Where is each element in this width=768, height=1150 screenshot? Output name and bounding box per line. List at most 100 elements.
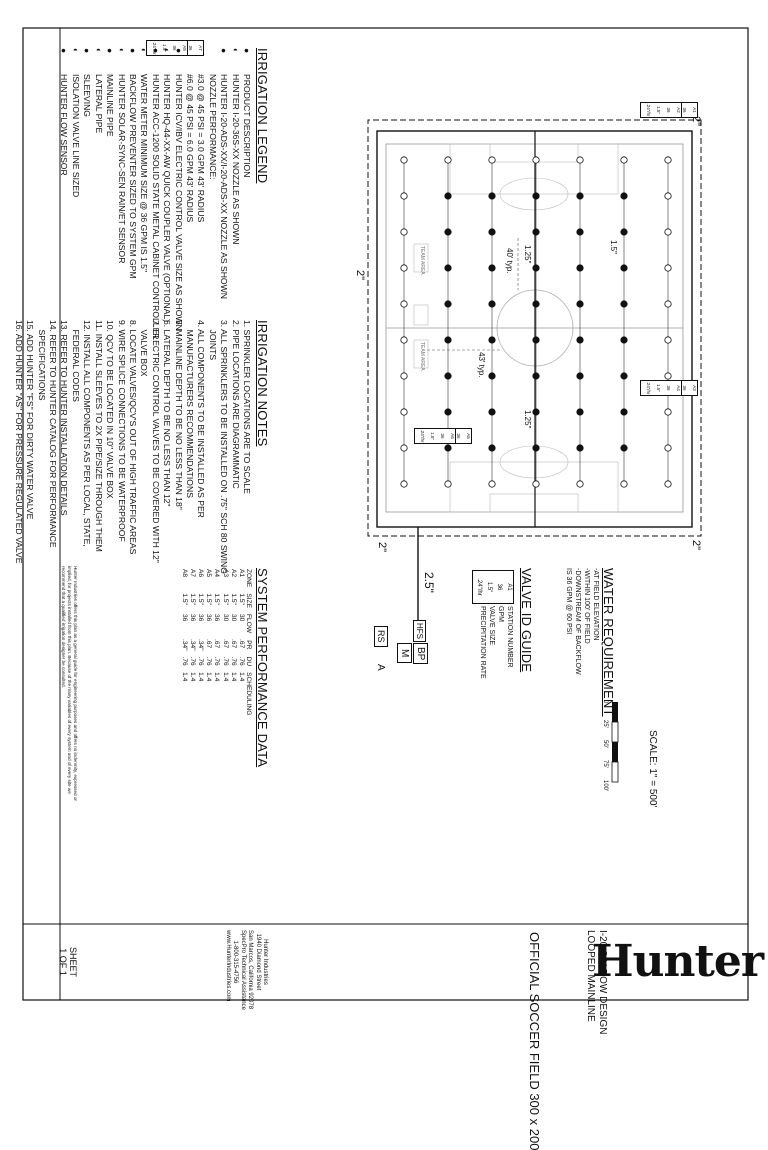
pipe-label-125-b: 1.25" xyxy=(523,410,532,429)
spd-cell: 1.5" xyxy=(180,593,188,605)
rain-sensor-box: RS xyxy=(374,626,388,647)
spd-cell: .67 xyxy=(238,639,245,649)
typ-43-label: 43' typ. xyxy=(477,352,486,378)
scale-tick: 25' xyxy=(602,720,608,728)
rotor-full-circle-icon xyxy=(620,228,628,236)
spd-header: FLOW xyxy=(245,613,252,634)
spd-cell: 1.4 xyxy=(205,672,213,682)
rotor-full-circle-icon xyxy=(576,228,584,236)
legend-item: ◐WATER METER MINIMUM SIZE @ 36 GPM IS 1.… xyxy=(139,48,150,272)
spd-cell: .76 xyxy=(188,656,196,666)
backflow-box: BP xyxy=(413,643,428,665)
water-line: -WITHIN 100' OF FIELD xyxy=(583,568,590,644)
field-outer-dashed xyxy=(367,119,702,537)
spd-cell: A7 xyxy=(188,569,196,578)
legend-item: ◐HUNTER SOLAR-SYNC-SEN RAIN/ET SENSOR xyxy=(116,48,127,264)
spd-cell: .76 xyxy=(238,656,245,666)
note-line: 7. ELECTRIC CONTROL VALVES TO BE COVERED… xyxy=(150,320,161,563)
legend-item: ●HUNTER FLOW SENSOR xyxy=(59,48,70,176)
valve-box-field: 36 xyxy=(666,107,671,113)
rotor-half-circle-icon xyxy=(532,480,540,488)
valve-box-field: 1.5" xyxy=(656,106,661,114)
legend-item: ●BACKFLOW PREVENTER SIZED TO SYSTEM GPM xyxy=(127,48,138,279)
pipe-label-15: 1.5" xyxy=(609,240,618,254)
note-line: 11. INSTALL SLEEVES TO 2X PIPE/SIZE THRO… xyxy=(93,320,104,552)
rotor-half-circle-icon xyxy=(664,228,672,236)
spd-cell: .76 xyxy=(229,656,237,666)
rotor-half-circle-icon xyxy=(532,156,540,164)
spd-cell: 36 xyxy=(205,613,213,622)
note-line: 14. REFER TO HUNTER CATALOG FOR PERFORMA… xyxy=(48,320,59,548)
rotor-half-circle-icon xyxy=(488,480,496,488)
rotor-full-circle-icon xyxy=(532,408,540,416)
valve-box-field: 1.5" xyxy=(656,384,661,392)
quick-coupler-icon: ◐ xyxy=(162,48,173,54)
rotor-half-circle-icon xyxy=(400,408,408,416)
legend-item: ●HUNTER I-20-ADS-XX/I-20-ADS-XX NOZZLE A… xyxy=(219,48,230,299)
note-line: 9. WIRE SPLICE CONNECTIONS TO BE WATERPR… xyxy=(116,320,127,542)
scorer-box xyxy=(413,304,429,326)
rotor-half-circle-icon xyxy=(400,372,408,380)
sheet-number: SHEET 1 OF 1 xyxy=(58,946,78,977)
backflow-icon: ● xyxy=(127,48,138,54)
rotor-half-circle-icon xyxy=(664,264,672,272)
team-area-2 xyxy=(413,339,429,369)
spd-cell: .67 xyxy=(221,639,229,649)
penalty-box-right xyxy=(449,461,619,513)
note-line: 15. ADD HUNTER "FS" FOR DIRTY WATER VALV… xyxy=(25,320,36,520)
penalty-box-left xyxy=(449,143,619,195)
scale-tick: 0 xyxy=(602,700,608,704)
spd-cell: 36 xyxy=(213,613,221,622)
rotor-full-circle-icon xyxy=(444,228,452,236)
scale-tick: 100' xyxy=(602,780,608,792)
rotor-half-circle-icon xyxy=(400,336,408,344)
pipe-label-125: 1.25" xyxy=(523,245,532,264)
rotor-half-circle-icon xyxy=(576,480,584,488)
rotor-full-circle-icon xyxy=(488,228,496,236)
rotor-full-circle-icon xyxy=(532,336,540,344)
spd-cell: .76 xyxy=(196,656,204,666)
scale-bar xyxy=(611,702,619,783)
spd-cell: 36 xyxy=(188,613,196,622)
disclaimer: Hunter Industries offers this plan as a … xyxy=(60,566,78,801)
drawing-sheet: 2" 2" 2" 2" 1.25" 1.25" 1.5" 43' typ. 40… xyxy=(12,27,764,1150)
spd-cell: .76 xyxy=(205,656,213,666)
notes-title: IRRIGATION NOTES xyxy=(255,320,270,447)
rotor-half-circle-icon xyxy=(664,300,672,308)
rotor-full-circle-icon xyxy=(488,192,496,200)
spd-cell: .34" xyxy=(180,639,188,651)
legend-item: ●MAINLINE PIPE xyxy=(105,48,116,137)
spd-header: PR xyxy=(245,640,252,650)
spd-cell: 1.4 xyxy=(180,672,188,682)
rotor-full-circle-icon xyxy=(444,264,452,272)
spd-cell: A3 xyxy=(221,569,229,578)
penalty-arc-left xyxy=(499,177,569,211)
note-line: 3. ALL SPRINKLERS TO BE INSTALLED ON .75… xyxy=(219,320,230,574)
valve-box-field: A6 xyxy=(450,433,455,439)
note-line: 16. ADD HUNTER "AS" FOR PRESSURE REGULAT… xyxy=(13,320,24,564)
title-line-1: OFFICIAL SOCCER FIELD 300 x 200 xyxy=(527,932,542,1150)
spd-cell: 1.4 xyxy=(196,672,204,682)
goal-box-right xyxy=(489,493,579,513)
rotated-drawing: 2" 2" 2" 2" 1.25" 1.25" 1.5" 43' typ. 40… xyxy=(12,27,764,1150)
valve-guide-labels: STATION NUMBER GPM VALVE SIZE PRECIPITAT… xyxy=(479,606,513,679)
legend-item: ●HUNTER ACC-1200 SOLID STATE METAL CABIN… xyxy=(150,48,161,340)
spd-cell: .67 xyxy=(205,639,213,649)
disclaimer-line: implied, for projects installed from thi… xyxy=(67,566,72,794)
rotor-full-circle-icon xyxy=(620,372,628,380)
valve-box-field: 36 xyxy=(440,433,445,439)
rotor-half-circle-icon xyxy=(664,408,672,416)
rotor-full-circle-icon xyxy=(444,336,452,344)
valve-box-field: 36 xyxy=(682,107,687,113)
controller-icon: ● xyxy=(150,48,161,54)
note-line: 4. ALL COMPONENTS TO BE INSTALLED AS PER xyxy=(196,320,207,518)
legend-item: #6.0 @ 45 PSI = 6.0 GPM 43' RADIUS xyxy=(184,74,195,223)
rotor-full-circle-icon xyxy=(620,444,628,452)
rotor-half-circle-icon xyxy=(400,444,408,452)
rotor-full-circle-icon xyxy=(488,372,496,380)
rotor-full-circle-icon xyxy=(620,336,628,344)
flow-sensor-icon: ● xyxy=(59,48,70,54)
spd-title: SYSTEM PERFORMANCE DATA xyxy=(255,568,270,768)
